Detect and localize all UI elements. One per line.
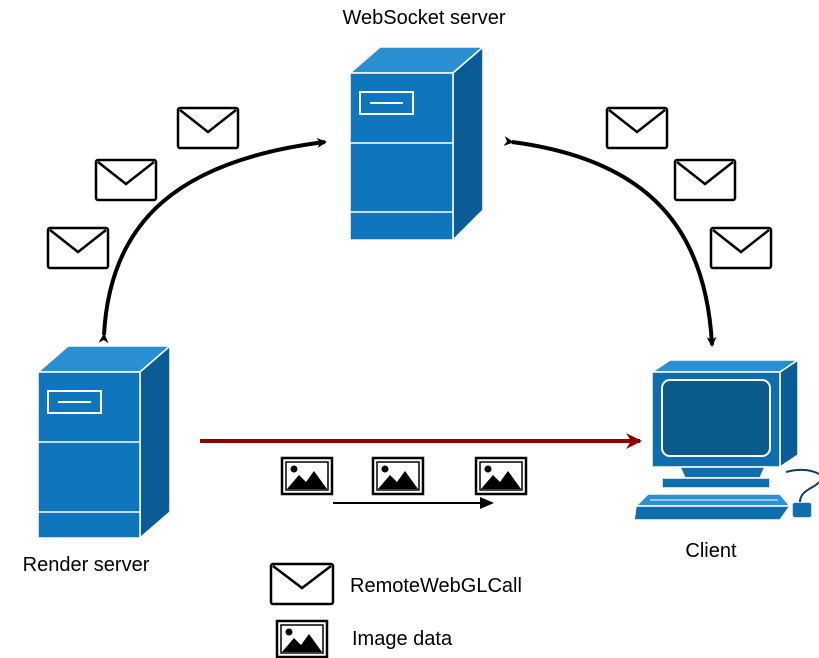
render-websocket-arrow (98, 138, 327, 344)
envelope-icon (94, 158, 158, 202)
envelope-icon (709, 226, 773, 270)
envelope-icon (673, 158, 737, 202)
legend-image-label: Image data (352, 628, 453, 650)
client-label: Client (685, 540, 737, 562)
envelope-icon (605, 106, 669, 150)
legend: RemoteWebGLCall Image data (269, 562, 522, 658)
render-server-label: Render server (23, 554, 150, 576)
envelope-icon (176, 106, 240, 150)
legend-image-icon (275, 619, 329, 658)
legend-envelope-icon (269, 562, 335, 606)
envelope-icon (46, 226, 110, 270)
legend-message-label: RemoteWebGLCall (350, 575, 522, 597)
image-icon (474, 456, 528, 496)
websocket-server-icon (347, 45, 486, 242)
websocket-server-label: WebSocket server (342, 7, 505, 29)
client-computer-icon (633, 358, 819, 521)
websocket-client-arrow (503, 136, 717, 347)
render-server-icon (35, 344, 173, 540)
image-icon (280, 456, 334, 496)
image-icon (371, 456, 425, 496)
